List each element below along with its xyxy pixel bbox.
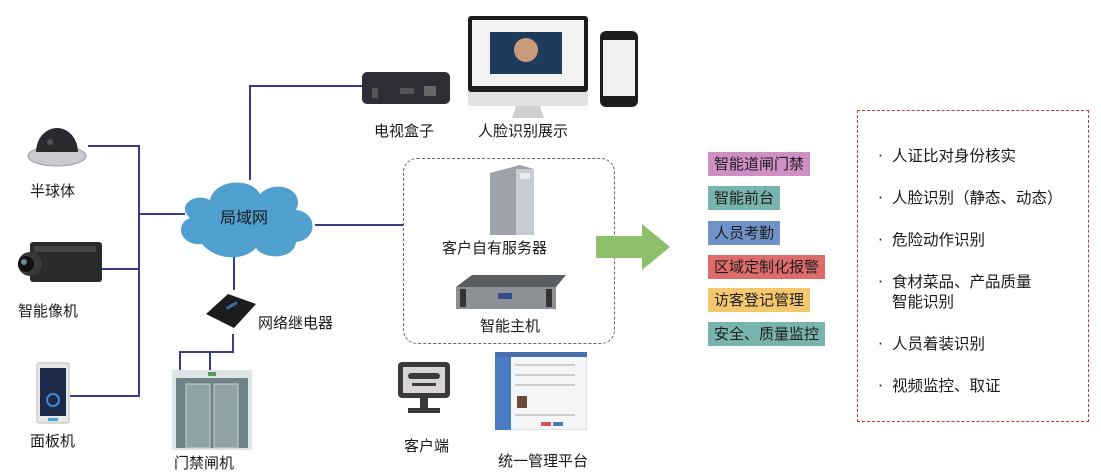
feature-item: ·危险动作识别 bbox=[878, 231, 986, 249]
feature-item-continued: 智能识别 bbox=[892, 293, 955, 311]
host-label: 智能主机 bbox=[480, 317, 541, 335]
platform-ui-icon bbox=[494, 351, 588, 431]
phone bbox=[599, 30, 639, 108]
app-tag: 智能道闸门禁 bbox=[708, 152, 811, 176]
platform-label: 统一管理平台 bbox=[498, 452, 589, 470]
wire-cloud-to-tvbox bbox=[249, 85, 362, 180]
app-tag: 安全、质量监控 bbox=[708, 322, 826, 346]
wire-left-bus bbox=[70, 145, 140, 397]
feature-item: ·食材菜品、产品质量 bbox=[878, 273, 1032, 291]
wire-relay-to-gate bbox=[179, 334, 234, 370]
smart-host bbox=[456, 271, 566, 313]
app-tag: 智能前台 bbox=[708, 186, 781, 210]
phone-icon bbox=[600, 31, 638, 107]
relay-icon bbox=[206, 294, 256, 328]
relay-label: 网络继电器 bbox=[258, 314, 334, 332]
host-icon bbox=[456, 275, 566, 309]
panel-device bbox=[36, 362, 70, 424]
app-tag: 人员考勤 bbox=[708, 221, 781, 245]
access-gate bbox=[172, 370, 252, 450]
panel-device-icon bbox=[36, 362, 70, 424]
flow-arrow bbox=[594, 224, 672, 270]
network-relay bbox=[202, 290, 258, 332]
feature-item: ·人证比对身份核实 bbox=[878, 147, 1017, 165]
feature-item: ·人脸识别（静态、动态） bbox=[878, 189, 1063, 207]
tv-box bbox=[360, 68, 452, 106]
face-display-monitor bbox=[466, 14, 590, 118]
server bbox=[490, 165, 534, 235]
dome-camera-label: 半球体 bbox=[30, 182, 76, 200]
smart-camera bbox=[12, 238, 104, 286]
lan-cloud: 局域网 bbox=[172, 172, 320, 262]
server-icon bbox=[490, 165, 534, 235]
tv-box-label: 电视盒子 bbox=[374, 122, 435, 140]
gate-icon bbox=[172, 370, 252, 450]
feature-item: ·人员着装识别 bbox=[878, 335, 986, 353]
dome-camera-icon bbox=[27, 128, 87, 167]
client-terminal bbox=[396, 360, 452, 416]
app-tag: 访客登记管理 bbox=[708, 288, 811, 312]
face-display-label: 人脸识别展示 bbox=[478, 122, 569, 140]
feature-list: ·人证比对身份核实 ·人脸识别（静态、动态） ·危险动作识别 ·食材菜品、产品质… bbox=[857, 110, 1089, 422]
panel-device-label: 面板机 bbox=[30, 432, 76, 450]
desktop-icon bbox=[398, 362, 450, 413]
tv-box-icon bbox=[362, 72, 450, 104]
app-tag: 区域定制化报警 bbox=[708, 255, 826, 279]
server-label: 客户自有服务器 bbox=[442, 239, 548, 257]
platform-screenshot bbox=[494, 351, 588, 431]
feature-item: ·视频监控、取证 bbox=[878, 377, 1001, 395]
lan-label: 局域网 bbox=[220, 208, 269, 227]
dome-camera bbox=[26, 118, 88, 168]
smart-camera-icon bbox=[18, 242, 102, 282]
right-arrow-icon bbox=[596, 224, 670, 270]
monitor-icon bbox=[468, 16, 588, 118]
cloud-icon bbox=[180, 182, 313, 258]
server-group: 客户自有服务器 智能主机 bbox=[403, 158, 615, 344]
smart-camera-label: 智能像机 bbox=[18, 302, 79, 320]
client-label: 客户端 bbox=[404, 437, 450, 455]
gate-label: 门禁闸机 bbox=[174, 454, 235, 472]
